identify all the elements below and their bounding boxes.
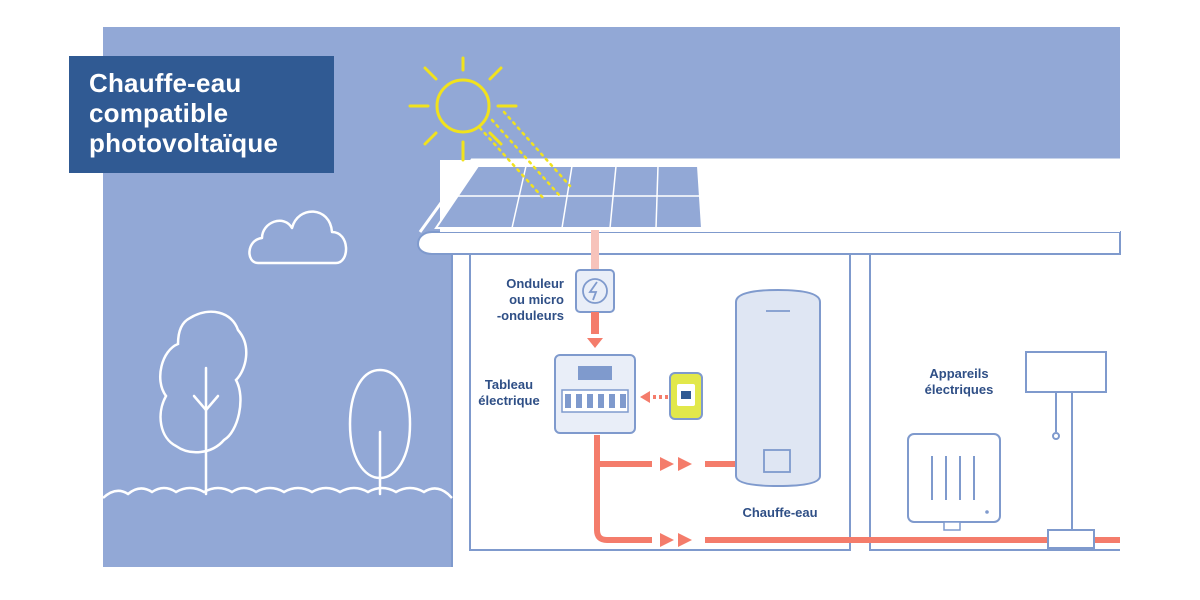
appliances-label-line-1: Appareils [929,366,989,381]
diagram-title: Chauffe-eau compatible photovoltaïque [69,56,334,173]
appliances-label-line-2: électriques [924,382,994,397]
radiator-icon [907,433,1001,523]
inverter-label-line-3: -onduleurs [496,308,564,323]
ground-bushes [102,486,453,499]
meter-to-panel-flow [640,391,668,403]
panel-to-inverter-flow [591,230,599,270]
inverter-to-panel-flow [587,312,603,348]
tree-icon [348,368,412,496]
inverter-icon [575,269,615,313]
inverter-label: Onduleur ou micro -onduleurs [488,276,564,324]
water-heater-icon [735,288,821,488]
title-line-3: photovoltaïque [89,128,279,158]
water-heater-label-text: Chauffe-eau [742,505,818,520]
panel-label-line-1: Tableau [484,377,534,392]
inverter-label-line-1: Onduleur [506,276,564,291]
tree-icon [158,310,248,496]
solar-panel-icon [434,165,704,229]
electrical-panel-icon [554,354,636,434]
appliances-label: Appareils électriques [912,366,1006,398]
inverter-label-line-2: ou micro [509,292,564,307]
sun-icon [408,56,518,162]
cloud-icon [248,210,348,265]
wall-light-icon [1025,351,1107,549]
flow-arrows [660,457,692,547]
panel-label-line-2: électrique [478,393,540,408]
room-walls [451,254,1120,567]
title-line-1: Chauffe-eau [89,68,242,98]
panel-label: Tableau électrique [470,377,548,409]
meter-icon [669,372,703,420]
title-line-2: compatible [89,98,229,128]
sun-rays-dotted [478,110,572,202]
water-heater-label: Chauffe-eau [730,505,830,521]
radiator-connection [943,521,961,531]
